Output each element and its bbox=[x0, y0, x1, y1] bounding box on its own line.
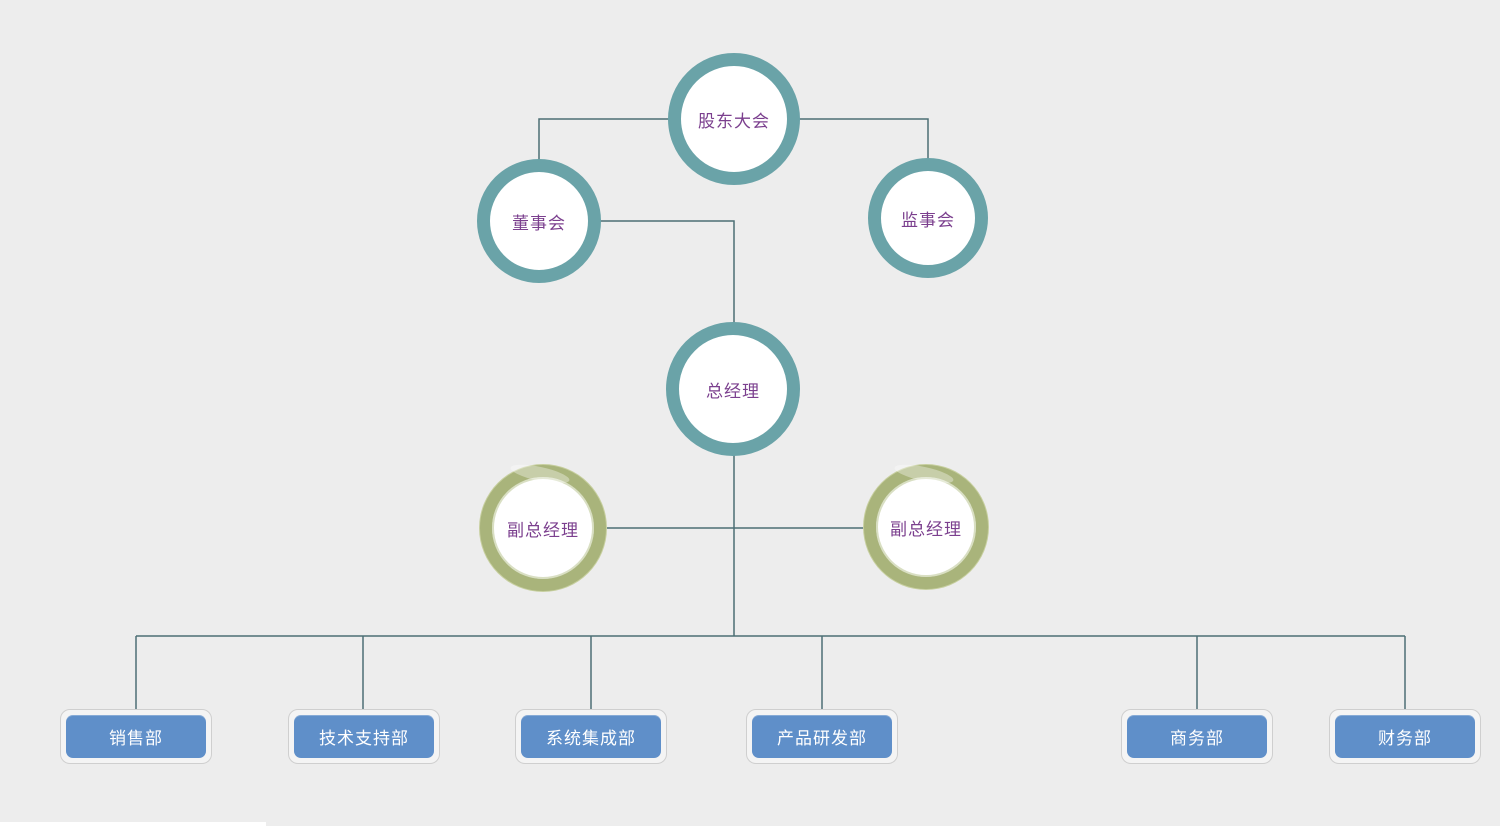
dept-sales: 销售部 bbox=[60, 709, 212, 764]
node-general-manager: 总经理 bbox=[666, 322, 800, 456]
dept-sales-label: 销售部 bbox=[66, 715, 206, 758]
node-deputy-gm-left-label: 副总经理 bbox=[507, 520, 579, 541]
bottom-edge-strip bbox=[0, 822, 266, 826]
dept-system-integration-label: 系统集成部 bbox=[521, 715, 661, 758]
node-deputy-gm-right: 副总经理 bbox=[864, 465, 988, 589]
dept-product-rnd-label: 产品研发部 bbox=[752, 715, 892, 758]
connector-shareholders-board bbox=[538, 118, 670, 160]
dept-product-rnd: 产品研发部 bbox=[746, 709, 898, 764]
connector-shareholders-supervisors bbox=[798, 118, 929, 160]
dept-business-label: 商务部 bbox=[1127, 715, 1267, 758]
node-shareholders-meeting-label: 股东大会 bbox=[698, 111, 770, 132]
dept-finance: 财务部 bbox=[1329, 709, 1481, 764]
dept-system-integration: 系统集成部 bbox=[515, 709, 667, 764]
node-shareholders-meeting: 股东大会 bbox=[668, 53, 800, 185]
node-board-of-supervisors: 监事会 bbox=[868, 158, 988, 278]
dept-tech-support-label: 技术支持部 bbox=[294, 715, 434, 758]
dept-business: 商务部 bbox=[1121, 709, 1273, 764]
node-general-manager-label: 总经理 bbox=[706, 381, 760, 402]
node-board-of-directors-label: 董事会 bbox=[512, 213, 566, 234]
connector-board-gm bbox=[600, 220, 735, 324]
dept-finance-label: 财务部 bbox=[1335, 715, 1475, 758]
node-board-of-directors: 董事会 bbox=[477, 159, 601, 283]
node-deputy-gm-right-label: 副总经理 bbox=[890, 519, 962, 540]
dept-tech-support: 技术支持部 bbox=[288, 709, 440, 764]
node-deputy-gm-left: 副总经理 bbox=[480, 465, 606, 591]
node-board-of-supervisors-label: 监事会 bbox=[901, 210, 955, 231]
